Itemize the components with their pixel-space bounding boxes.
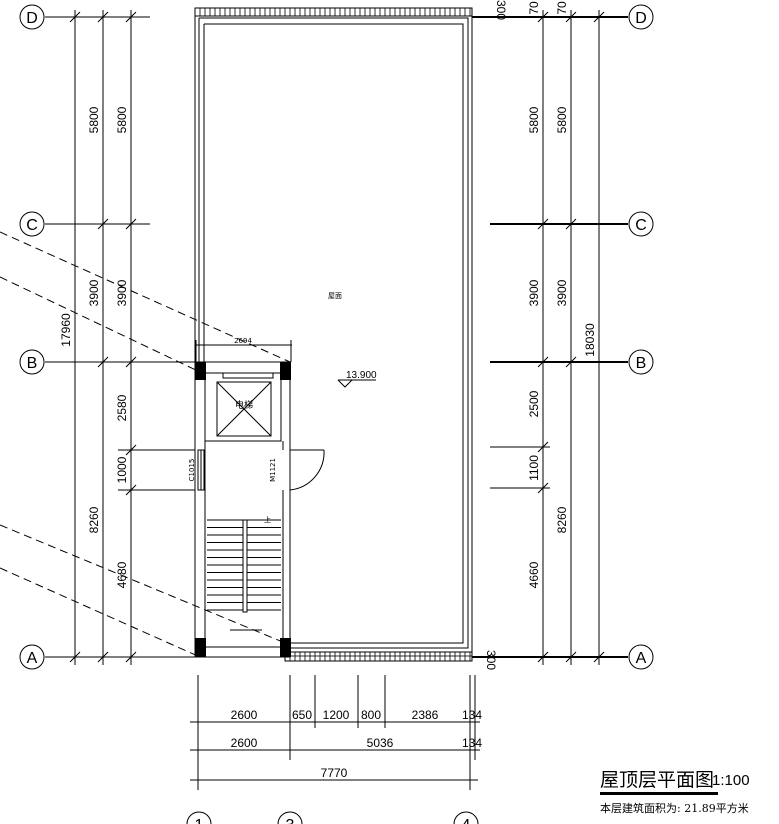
column [280,638,291,657]
dim-label: 4660 [527,561,541,588]
svg-text:D: D [635,10,647,27]
roof-outline [194,7,473,662]
dim-label: 2500 [527,390,541,417]
axis-bubble-1: 1 [186,811,212,824]
dim-label: 3900 [115,279,129,306]
dim-label: 1200 [323,708,350,722]
axis-bubble-C-left: C [19,211,45,237]
dim-label: 1000 [115,456,129,483]
dim-label: 3900 [527,279,541,306]
dashed-lines [0,231,291,658]
grid-lines-right [472,16,628,658]
column [195,638,206,657]
axis-bubble-A-left: A [19,644,45,670]
column [195,362,206,380]
elevator-shaft [216,372,274,437]
drawing-scale: 1:100 [712,772,750,789]
svg-text:D: D [26,10,38,27]
dim-label: 5800 [115,106,129,133]
svg-text:1: 1 [195,817,204,824]
axis-bubble-B-right: B [628,349,654,375]
stair-core-walls [194,361,291,658]
dim-label: 2600 [231,736,258,750]
dim-label: 70 [527,1,541,15]
dim-label: 5800 [555,106,569,133]
dim-label: 3900 [555,279,569,306]
svg-text:3: 3 [286,817,295,824]
dim-label: 3900 [87,279,101,306]
span-dimension [195,340,292,362]
svg-text:B: B [636,355,647,372]
dim-label: 650 [292,708,312,722]
axis-bubble-D-left: D [19,4,45,30]
right-dimension-lines [490,10,605,665]
dim-label: 1100 [527,455,541,481]
dim-label: 4680 [115,561,129,588]
elevation-marker [337,379,376,388]
window-c1015 [197,449,205,491]
roof-label: 屋面 [328,292,342,300]
bottom-dimension-lines [190,675,480,790]
axis-bubble-4: 4 [453,811,479,824]
dim-label: 8260 [555,506,569,533]
dim-label: 8260 [87,506,101,533]
svg-text:C: C [26,217,38,234]
dim-label: 134 [462,708,482,722]
dim-label: 2600 [231,708,258,722]
axis-bubble-D-right: D [628,4,654,30]
axis-bubble-C-right: C [628,211,654,237]
column [280,362,291,380]
svg-text:B: B [27,355,38,372]
dim-label: 5800 [527,106,541,133]
window-label: C1015 [188,459,196,482]
dim-label: 5036 [367,736,394,750]
elevator-label: 电梯 [235,399,253,411]
svg-text:C: C [635,217,647,234]
svg-text:A: A [636,650,647,667]
door-label: M1121 [269,458,277,482]
axis-bubble-3: 3 [277,811,303,824]
dim-parapet-bottom: 300 [484,650,498,670]
dim-label: 134 [462,736,482,750]
dim-parapet-top: 300 [494,0,508,20]
elevation-label: 13.900 [346,370,377,381]
svg-text:4: 4 [462,817,471,824]
axis-bubble-B-left: B [19,349,45,375]
dim-label: 5800 [87,106,101,133]
axis-bubble-A-right: A [628,644,654,670]
dim-label: 2386 [412,708,439,722]
dim-total-bottom: 7770 [321,766,348,780]
dim-total-left: 17960 [59,313,73,347]
dim-label: 800 [361,708,381,722]
grid-lines-left [45,16,195,658]
floor-area-note: 本层建筑面积为: 21.89平方米 [600,802,749,815]
svg-text:A: A [27,650,38,667]
door-m1121 [289,449,325,491]
dim-label: 70 [555,1,569,15]
span-dim-label: 2694 [234,337,252,345]
stair-flights [207,519,281,631]
dim-label: 2580 [115,394,129,421]
drawing-title: 屋顶层平面图 [600,768,719,795]
dim-total-right: 18030 [583,323,597,357]
